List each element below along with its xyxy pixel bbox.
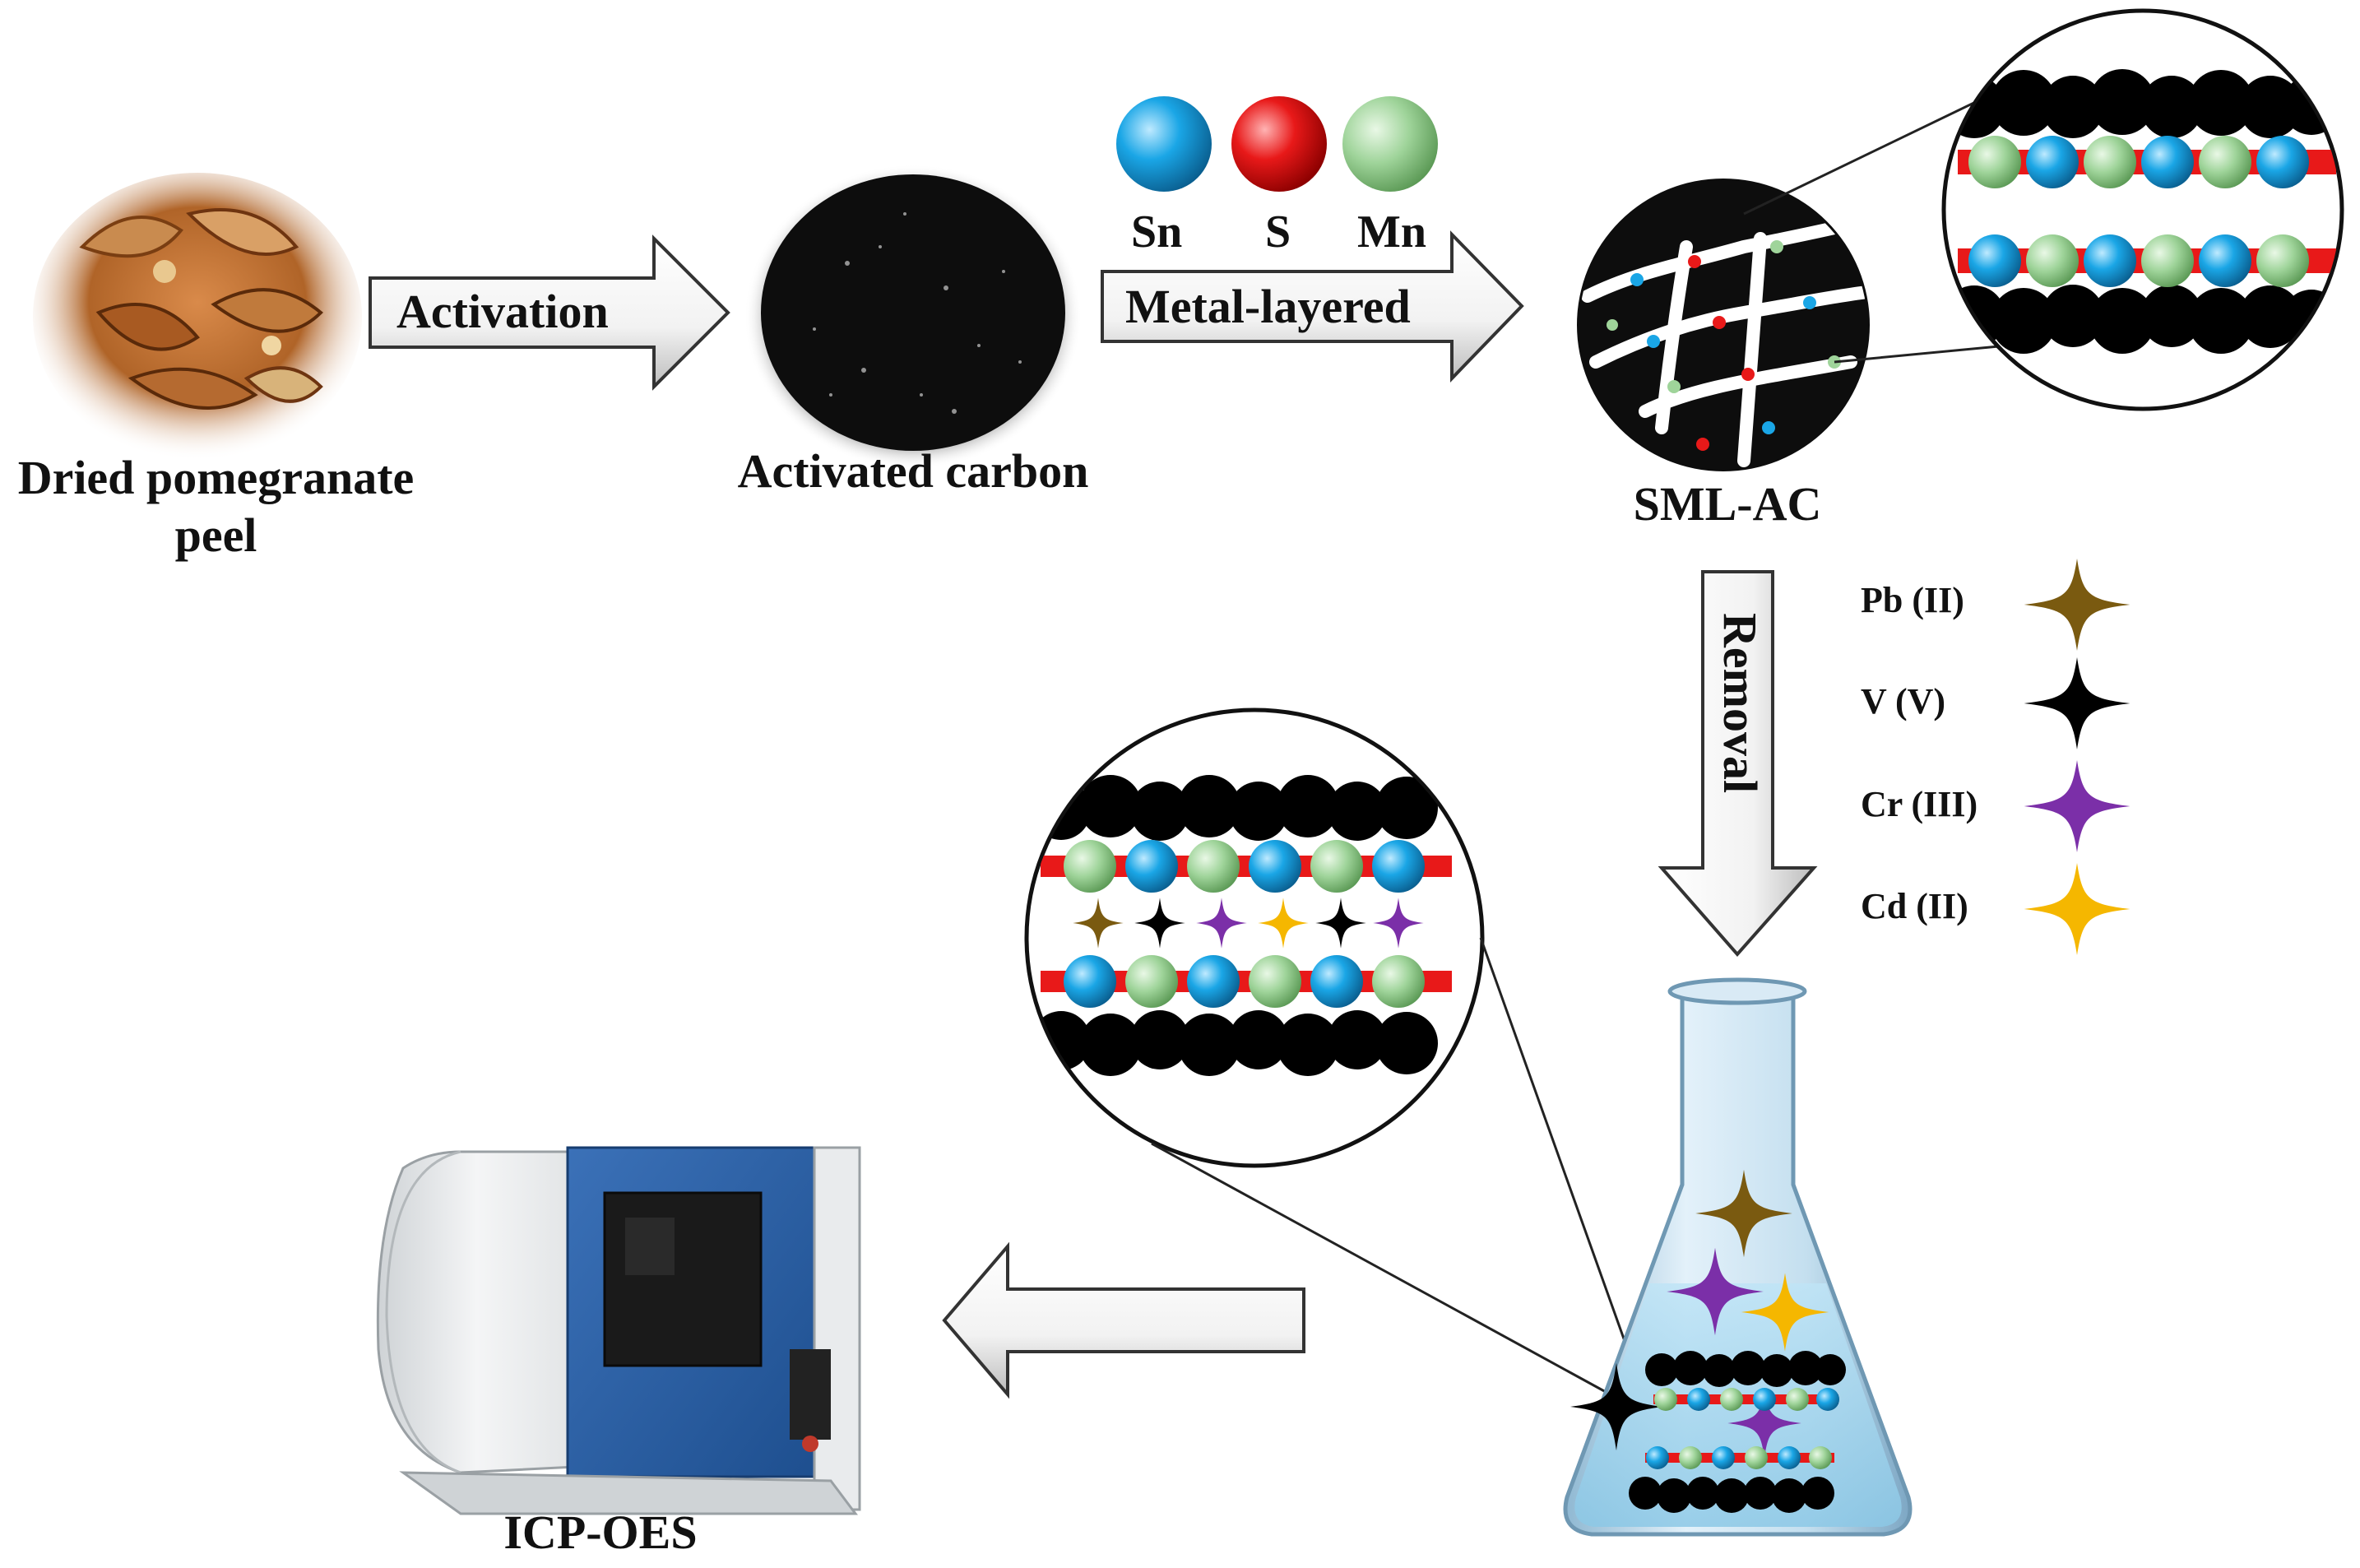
- sml-ac-label: SML-AC: [1633, 477, 1822, 531]
- adsorption-magnified-view: [1024, 707, 1485, 1168]
- peel-label-line2: peel: [174, 508, 257, 562]
- activated-carbon-label: Activated carbon: [737, 444, 1089, 498]
- cr-ion-label: Cr (III): [1861, 784, 1978, 824]
- removal-arrow-label: Removal: [1713, 613, 1767, 794]
- mn-label: Mn: [1357, 206, 1426, 257]
- activation-arrow: [369, 234, 730, 391]
- v-star-icon: [2024, 657, 2130, 749]
- cd-ion-label: Cd (II): [1861, 886, 1968, 926]
- pomegranate-peel-image: [33, 173, 362, 461]
- removal-arrow: [1658, 570, 1818, 958]
- cr-star-icon: [2024, 760, 2130, 852]
- metal-layered-arrow: [1101, 230, 1524, 383]
- pb-star-icon: [2024, 559, 2130, 651]
- activation-arrow-label: Activation: [396, 285, 609, 338]
- analysis-arrow: [942, 1241, 1305, 1399]
- cd-star-icon: [2024, 863, 2130, 955]
- activated-carbon-image: [744, 165, 1082, 469]
- metal-layered-arrow-label: Metal-layered: [1125, 280, 1411, 333]
- sn-label: Sn: [1131, 206, 1183, 257]
- sn-ball: [1116, 96, 1212, 192]
- v-ion-label: V (V): [1861, 681, 1946, 721]
- mn-ball: [1342, 96, 1438, 192]
- sml-ac-magnified-view: [1941, 8, 2344, 411]
- erlenmeyer-flask: [1563, 977, 1913, 1537]
- s-ball: [1231, 96, 1327, 192]
- icp-oes-label: ICP-OES: [503, 1505, 698, 1559]
- peel-label-line1: Dried pomegranate: [17, 451, 415, 504]
- sml-ac-image: [1577, 179, 1870, 471]
- pb-ion-label: Pb (II): [1861, 580, 1964, 620]
- ion-legend: [2024, 559, 2130, 955]
- s-label: S: [1265, 206, 1291, 257]
- element-legend: [1116, 96, 1438, 192]
- icp-oes-instrument: [376, 1146, 861, 1515]
